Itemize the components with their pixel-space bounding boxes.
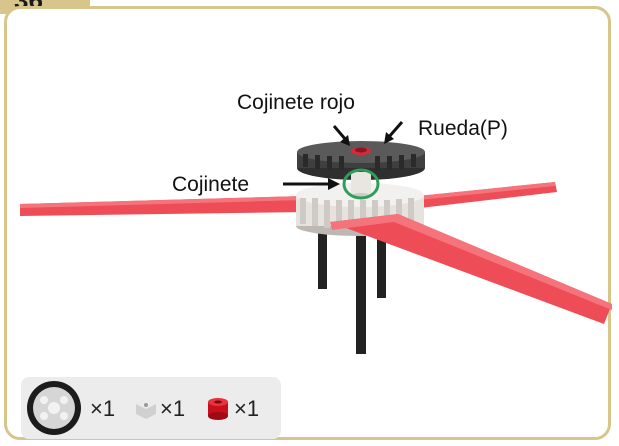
highlight-circle bbox=[342, 168, 380, 200]
wheel-icon bbox=[27, 381, 81, 435]
rods bbox=[318, 232, 386, 354]
arrows bbox=[283, 121, 404, 190]
bearing-qty: ×1 bbox=[160, 396, 186, 421]
bearing-label: Cojinete bbox=[172, 173, 250, 196]
front-arm bbox=[330, 214, 612, 324]
left-arm bbox=[20, 196, 306, 216]
bearing-icon bbox=[136, 399, 156, 419]
bearing-part bbox=[351, 172, 371, 199]
red-bearing-part bbox=[351, 147, 371, 155]
red-bearing-qty: ×1 bbox=[234, 396, 260, 421]
right-arm bbox=[418, 182, 557, 208]
red-bearing-label: Cojinete rojo bbox=[237, 91, 355, 114]
wheel-qty: ×1 bbox=[90, 396, 116, 421]
wheel-label: Rueda(P) bbox=[418, 117, 508, 140]
dark-gear bbox=[297, 141, 425, 180]
red-bearing-icon bbox=[208, 398, 228, 420]
